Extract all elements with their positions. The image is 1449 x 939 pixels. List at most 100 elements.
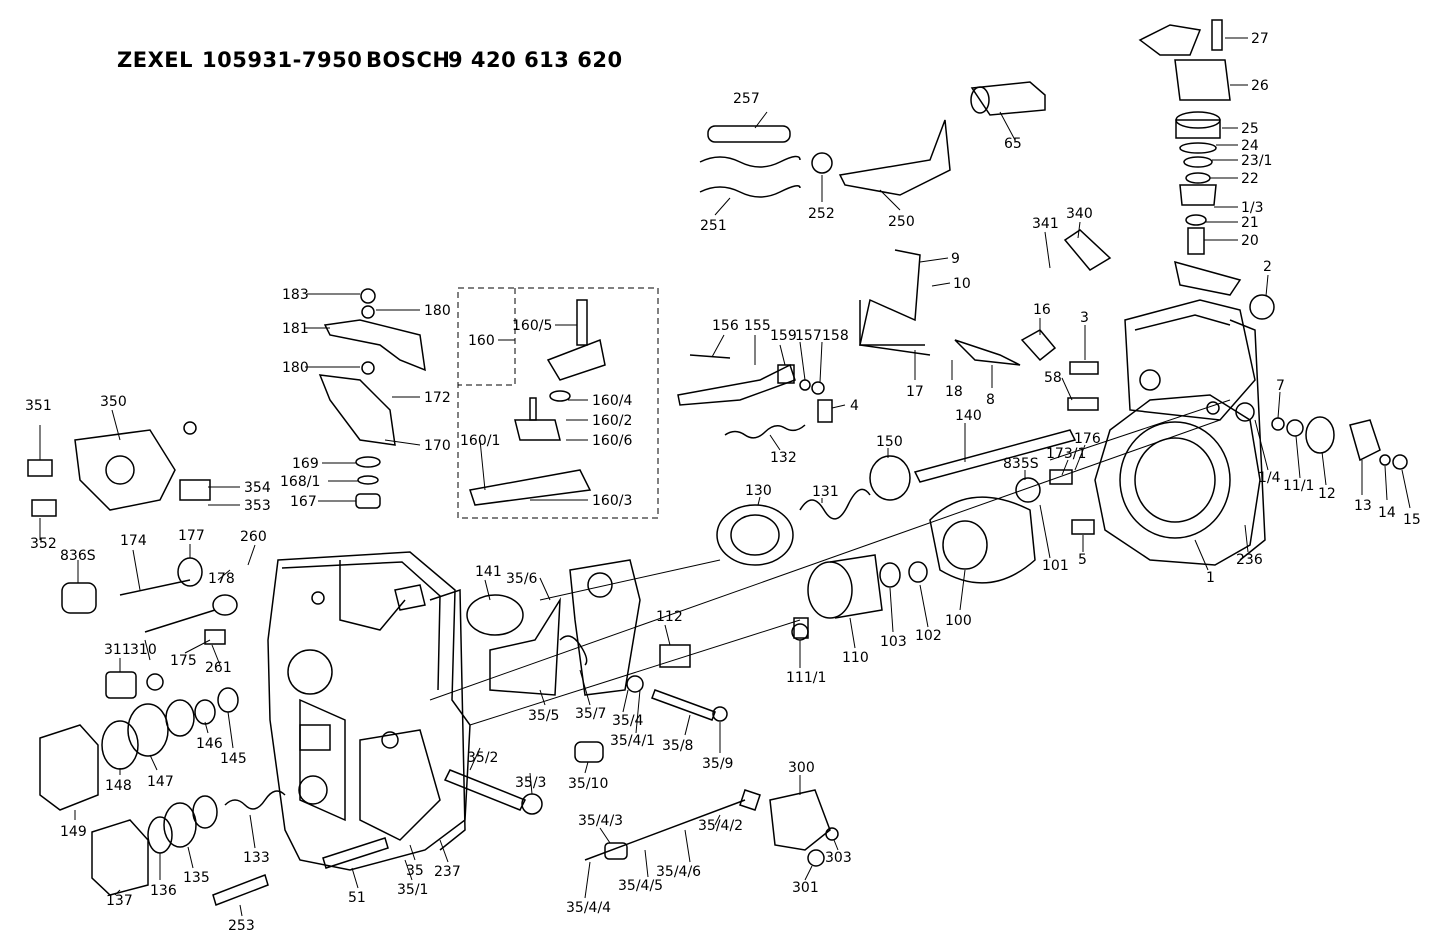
- label-354: 354: [244, 480, 271, 496]
- label-16: 16: [1033, 302, 1051, 318]
- label-147: 147: [147, 774, 174, 790]
- label-160-5: 160/5: [512, 318, 552, 334]
- label-310: 310: [130, 642, 157, 658]
- label-35-10: 35/10: [568, 776, 608, 792]
- label-303: 303: [825, 850, 852, 866]
- label-836S: 836S: [60, 548, 96, 564]
- label-835S: 835S: [1003, 456, 1039, 472]
- label-35-4-3: 35/4/3: [578, 813, 623, 829]
- label-252: 252: [808, 206, 835, 222]
- label-35-4-1: 35/4/1: [610, 733, 655, 749]
- label-133: 133: [243, 850, 270, 866]
- label-110: 110: [842, 650, 869, 666]
- label-180a: 180: [424, 303, 451, 319]
- label-160-4: 160/4: [592, 393, 632, 409]
- label-169: 169: [292, 456, 319, 472]
- label-21: 21: [1241, 215, 1259, 231]
- label-7: 7: [1276, 378, 1285, 394]
- label-157: 157: [795, 328, 822, 344]
- label-257: 257: [733, 91, 760, 107]
- label-25: 25: [1241, 121, 1259, 137]
- label-177: 177: [178, 528, 205, 544]
- label-1: 1: [1206, 570, 1215, 586]
- label-140: 140: [955, 408, 982, 424]
- label-10: 10: [953, 276, 971, 292]
- label-51: 51: [348, 890, 366, 906]
- label-158: 158: [822, 328, 849, 344]
- label-237: 237: [434, 864, 461, 880]
- label-23-1: 23/1: [1241, 153, 1272, 169]
- label-101: 101: [1042, 558, 1069, 574]
- label-150: 150: [876, 434, 903, 450]
- label-102: 102: [915, 628, 942, 644]
- label-26: 26: [1251, 78, 1269, 94]
- label-145: 145: [220, 751, 247, 767]
- label-35-1: 35/1: [397, 882, 428, 898]
- label-20: 20: [1241, 233, 1259, 249]
- label-35-2: 35/2: [467, 750, 498, 766]
- label-132: 132: [770, 450, 797, 466]
- label-112: 112: [656, 609, 683, 625]
- label-351: 351: [25, 398, 52, 414]
- label-58: 58: [1044, 370, 1062, 386]
- label-160-3: 160/3: [592, 493, 632, 509]
- component-parts: [27, 19, 1408, 906]
- label-35-9: 35/9: [702, 756, 733, 772]
- label-137: 137: [106, 893, 133, 909]
- label-350: 350: [100, 394, 127, 410]
- label-35: 35: [406, 863, 424, 879]
- label-65: 65: [1004, 136, 1022, 152]
- label-146: 146: [196, 736, 223, 752]
- label-167: 167: [290, 494, 317, 510]
- label-22: 22: [1241, 171, 1259, 187]
- label-35-5: 35/5: [528, 708, 559, 724]
- label-300: 300: [788, 760, 815, 776]
- label-251: 251: [700, 218, 727, 234]
- label-352: 352: [30, 536, 57, 552]
- brand-bosch: BOSCH: [366, 48, 451, 72]
- label-35-4-6: 35/4/6: [656, 864, 701, 880]
- label-3: 3: [1080, 310, 1089, 326]
- label-35-4-2: 35/4/2: [698, 818, 743, 834]
- label-17: 17: [906, 384, 924, 400]
- label-301: 301: [792, 880, 819, 896]
- label-111-1: 111/1: [786, 670, 826, 686]
- label-175: 175: [170, 653, 197, 669]
- label-100: 100: [945, 613, 972, 629]
- label-340: 340: [1066, 206, 1093, 222]
- label-12: 12: [1318, 486, 1336, 502]
- label-103: 103: [880, 634, 907, 650]
- label-160-1: 160/1: [460, 433, 500, 449]
- label-14: 14: [1378, 505, 1396, 521]
- label-172: 172: [424, 390, 451, 406]
- part-labels: 27 26 25 24 23/1 22 1/3 21 20 2 65 257 2…: [25, 31, 1421, 934]
- label-2: 2: [1263, 259, 1272, 275]
- label-176: 176: [1074, 431, 1101, 447]
- label-160: 160: [468, 333, 495, 349]
- label-173-1: 173/1: [1046, 446, 1086, 462]
- label-130: 130: [745, 483, 772, 499]
- label-15: 15: [1403, 512, 1421, 528]
- label-35-4-5: 35/4/5: [618, 878, 663, 894]
- label-11-1: 11/1: [1283, 478, 1314, 494]
- pump-housing-drawing: [267, 551, 471, 871]
- label-5: 5: [1078, 552, 1087, 568]
- bosch-part-number: 9 420 613 620: [448, 48, 623, 72]
- zexel-part-number: 105931-7950: [202, 48, 363, 72]
- label-253: 253: [228, 918, 255, 934]
- label-35-4-4: 35/4/4: [566, 900, 611, 916]
- label-27: 27: [1251, 31, 1269, 47]
- label-156: 156: [712, 318, 739, 334]
- label-160-2: 160/2: [592, 413, 632, 429]
- label-250: 250: [888, 214, 915, 230]
- label-131: 131: [812, 484, 839, 500]
- label-1-3: 1/3: [1241, 200, 1264, 216]
- label-4: 4: [850, 398, 859, 414]
- label-183: 183: [282, 287, 309, 303]
- label-178: 178: [208, 571, 235, 587]
- label-24: 24: [1241, 138, 1259, 154]
- leader-lines: [39, 37, 1411, 917]
- label-149: 149: [60, 824, 87, 840]
- label-35-6: 35/6: [506, 571, 538, 587]
